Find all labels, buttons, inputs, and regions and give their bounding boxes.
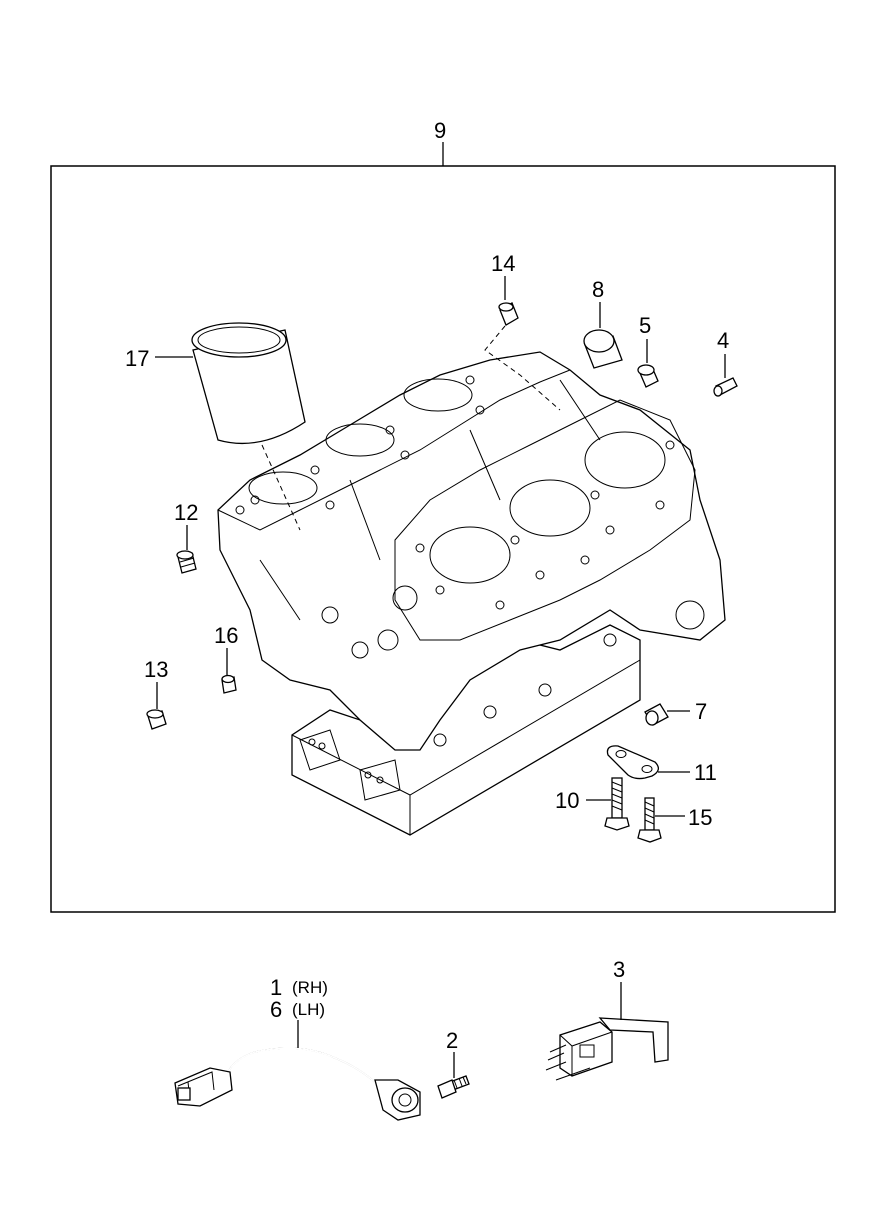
callout-8[interactable]: 8 xyxy=(592,277,604,302)
part-8-plug xyxy=(583,329,623,369)
part-11-bracket xyxy=(606,745,659,780)
callout-4[interactable]: 4 xyxy=(717,328,729,353)
callout-9[interactable]: 9 xyxy=(434,118,446,143)
part-2-bolt xyxy=(437,1075,470,1099)
callout-13[interactable]: 13 xyxy=(144,657,168,682)
part-14-dowel xyxy=(484,302,561,411)
part-16-plug xyxy=(221,674,237,694)
callout-6[interactable]: 6 xyxy=(270,997,282,1022)
callout-16[interactable]: 16 xyxy=(214,623,238,648)
part-1-6-knock-sensor xyxy=(174,1047,421,1121)
callout-6-side: (LH) xyxy=(292,1000,325,1019)
part-4-pin xyxy=(713,377,738,397)
callout-5[interactable]: 5 xyxy=(639,313,651,338)
part-7-bushing xyxy=(644,703,669,726)
callout-3[interactable]: 3 xyxy=(613,957,625,982)
cylinder-block xyxy=(217,351,726,836)
callout-15[interactable]: 15 xyxy=(688,805,712,830)
part-10-bolt xyxy=(604,777,630,831)
part-12-plug xyxy=(176,550,197,574)
callout-12[interactable]: 12 xyxy=(174,500,198,525)
callout-1-side: (RH) xyxy=(292,978,328,997)
part-17-cylinder-liner xyxy=(191,322,306,531)
callout-2[interactable]: 2 xyxy=(446,1028,458,1053)
callout-11[interactable]: 11 xyxy=(694,760,717,785)
part-15-bolt xyxy=(637,797,662,843)
callout-10[interactable]: 10 xyxy=(555,788,579,813)
callout-17[interactable]: 17 xyxy=(125,346,149,371)
part-5-bushing xyxy=(637,364,659,388)
part-3-bracket xyxy=(545,1017,669,1081)
callout-1[interactable]: 1 xyxy=(270,975,282,1000)
callout-14[interactable]: 14 xyxy=(491,251,515,276)
part-13-plug xyxy=(146,709,167,730)
callout-7[interactable]: 7 xyxy=(695,699,707,724)
